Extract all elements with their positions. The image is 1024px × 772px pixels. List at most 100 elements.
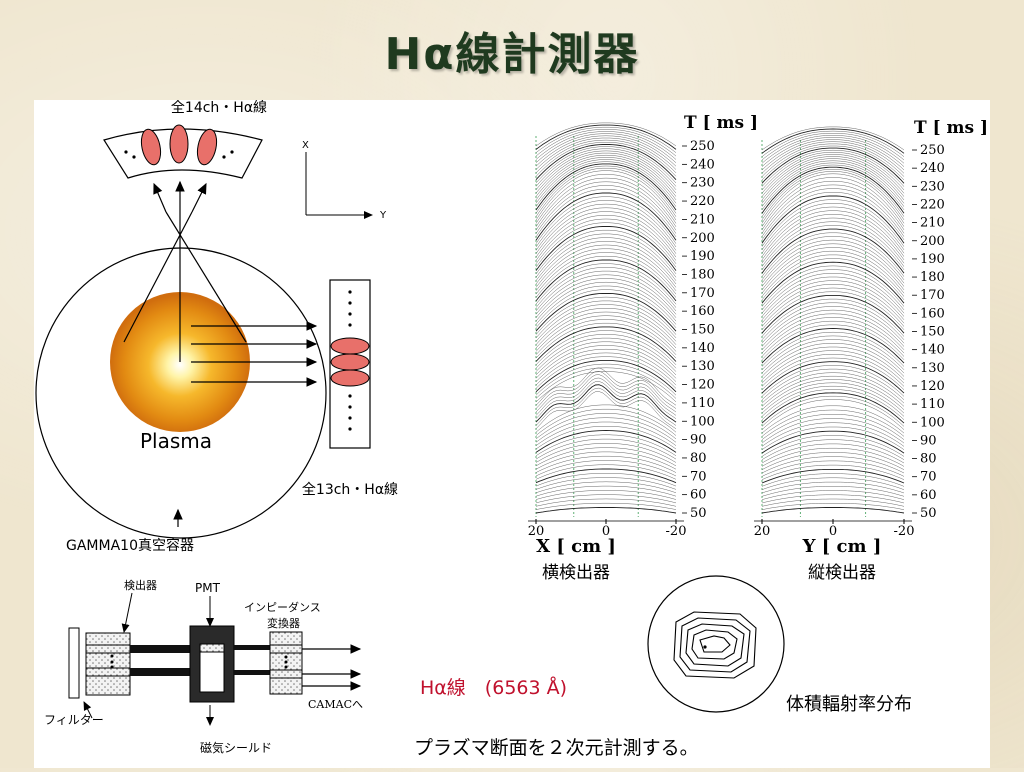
profile-trace — [535, 122, 677, 147]
profile-trace — [535, 152, 677, 194]
profile-trace — [535, 374, 677, 413]
profile-trace — [761, 399, 905, 430]
top-channel-spot — [140, 128, 162, 166]
profile-trace — [761, 468, 905, 484]
profile-trace — [535, 345, 677, 379]
profile-trace — [535, 381, 677, 419]
profile-trace — [535, 218, 677, 264]
filter-label: フィルター — [44, 713, 104, 727]
profile-trace — [761, 236, 905, 281]
profile-trace — [535, 170, 677, 221]
profile-trace — [761, 232, 905, 277]
slide-title: Hα線計測器 — [384, 29, 640, 80]
profile-trace — [535, 421, 677, 446]
profile-trace — [761, 192, 905, 241]
x-tick-label: -20 — [666, 524, 687, 539]
profile-trace — [761, 392, 905, 424]
y-tick-label: 210 — [690, 212, 715, 227]
profile-trace — [761, 188, 905, 237]
profile-trace — [535, 363, 677, 396]
profile-trace — [535, 157, 677, 201]
profile-trace — [535, 315, 677, 352]
profile-trace — [761, 177, 905, 227]
profile-trace — [535, 434, 677, 456]
profile-trace — [761, 473, 905, 487]
top-channel-spot — [169, 124, 189, 164]
profile-trace — [761, 357, 905, 390]
profile-trace — [761, 443, 905, 464]
profile-trace — [535, 384, 677, 423]
x-tick-label: 20 — [528, 524, 545, 539]
profile-trace — [761, 361, 905, 394]
profile-trace — [535, 177, 677, 227]
profile-trace — [761, 343, 905, 377]
profile-trace — [535, 281, 677, 322]
profile-trace — [535, 252, 677, 295]
profile-trace — [761, 294, 905, 334]
profile-trace — [535, 229, 677, 275]
profile-trace — [761, 324, 905, 360]
profile-trace — [535, 200, 677, 248]
profile-trace — [535, 330, 677, 366]
profile-trace — [761, 149, 905, 187]
vessel-label: GAMMA10真空容器 — [66, 537, 194, 554]
profile-trace — [535, 274, 677, 315]
profile-trace — [535, 334, 677, 369]
profile-trace — [761, 302, 905, 340]
profile-trace — [761, 225, 905, 271]
profile-trace — [535, 438, 677, 460]
profile-trace — [761, 298, 905, 337]
profile-trace — [535, 464, 677, 480]
profile-trace — [535, 443, 677, 463]
profile-trace — [535, 207, 677, 254]
profile-trace — [761, 169, 905, 217]
profile-trace — [535, 233, 677, 278]
profile-trace — [535, 241, 677, 285]
profile-trace — [535, 326, 677, 362]
profile-trace — [535, 296, 677, 335]
profile-trace — [535, 154, 677, 197]
profile-trace — [535, 278, 677, 318]
profile-trace — [761, 128, 905, 154]
profile-trace — [761, 276, 905, 317]
profile-trace — [535, 408, 677, 436]
y-tick-label: 140 — [920, 343, 945, 358]
impedance-label-2: 変換器 — [267, 616, 300, 630]
y-tick-label: 200 — [920, 234, 945, 249]
profile-trace — [761, 368, 905, 400]
axis-y-label: Y — [379, 210, 387, 221]
chart-sublabel: 縦検出器 — [808, 563, 876, 583]
profile-trace — [761, 269, 905, 311]
y-tick-label: 220 — [690, 194, 715, 209]
y-tick-label: 110 — [690, 396, 715, 411]
chart-x-label: Y [ cm ] — [802, 536, 882, 557]
profile-trace — [535, 211, 677, 258]
profile-trace — [535, 196, 677, 244]
chart-y-label: T [ ms ] — [684, 113, 758, 133]
profile-trace — [535, 289, 677, 328]
profile-trace — [761, 498, 905, 507]
figure-panel: 全14ch・Hα線 X Y Plasma — [34, 99, 990, 768]
impedance-label-1: インピーダンス — [244, 600, 321, 614]
profile-trace — [535, 322, 677, 359]
y-tick-label: 70 — [690, 469, 707, 484]
profile-trace — [535, 507, 677, 514]
profile-trace — [535, 270, 677, 312]
profile-trace — [761, 217, 905, 264]
profile-trace — [535, 163, 677, 211]
pmt-label: PMT — [195, 581, 221, 595]
x-tick-label: 0 — [829, 524, 837, 539]
profile-trace — [535, 413, 677, 440]
profile-trace — [761, 180, 905, 231]
profile-trace — [761, 460, 905, 477]
profile-trace — [535, 473, 677, 487]
axis-x-label: X — [302, 140, 309, 151]
profile-trace — [761, 494, 905, 504]
profile-trace — [761, 464, 905, 480]
profile-trace — [761, 439, 905, 460]
profile-trace — [761, 350, 905, 384]
profile-trace — [535, 165, 677, 214]
profile-trace — [535, 161, 677, 207]
profile-trace — [761, 481, 905, 494]
chart-sublabel: 横検出器 — [542, 563, 610, 583]
